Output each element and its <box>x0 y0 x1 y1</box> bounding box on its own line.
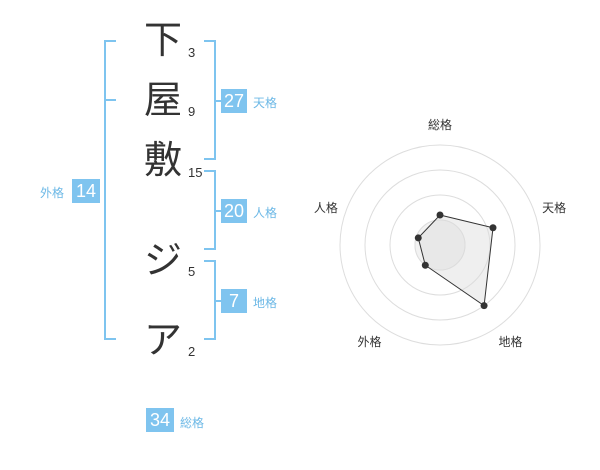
stroke-count-3: 15 <box>188 165 203 180</box>
radar-inner-ring <box>414 219 466 271</box>
stroke-count-2: 9 <box>188 104 196 119</box>
radar-point-5 <box>414 234 422 242</box>
radar-point-2 <box>489 224 497 232</box>
chikaku-label: 地格 <box>253 296 278 310</box>
chikaku-value-badge: 7 <box>221 289 247 313</box>
jinkaku-label: 人格 <box>253 206 278 220</box>
name-char-3: 敷 <box>143 138 182 182</box>
name-char-1: 下 <box>143 18 182 62</box>
radar-point-3 <box>480 302 488 310</box>
gaikaku-label: 外格 <box>40 186 65 200</box>
radar-point-1 <box>436 211 444 219</box>
stroke-count-1: 3 <box>188 45 196 60</box>
radar-axis-label-3: 地格 <box>499 334 523 349</box>
name-char-2: 屋 <box>143 78 182 122</box>
soukaku-value-badge: 34 <box>146 408 174 432</box>
radar-series-polygon <box>417 214 494 307</box>
gaikaku-value-badge: 14 <box>72 179 100 203</box>
radar-ring <box>389 194 491 296</box>
radar-axis-label-4: 外格 <box>357 334 381 349</box>
name-char-4: ジ <box>143 238 182 282</box>
tenkaku-value-badge: 27 <box>221 89 247 113</box>
jinkaku-value-badge: 20 <box>221 199 247 223</box>
radar-axis-label-2: 天格 <box>542 200 566 215</box>
stroke-count-4: 5 <box>188 264 196 279</box>
stroke-count-5: 2 <box>188 344 196 359</box>
radar-point-4 <box>421 261 429 269</box>
name-char-5: ア <box>143 318 182 362</box>
radar-ring <box>339 144 541 346</box>
radar-axis-label-1: 総格 <box>428 117 452 132</box>
radar-axis-label-5: 人格 <box>314 200 338 215</box>
soukaku-label: 総格 <box>180 416 205 430</box>
tenkaku-label: 天格 <box>253 96 278 110</box>
radar-ring <box>364 169 516 321</box>
